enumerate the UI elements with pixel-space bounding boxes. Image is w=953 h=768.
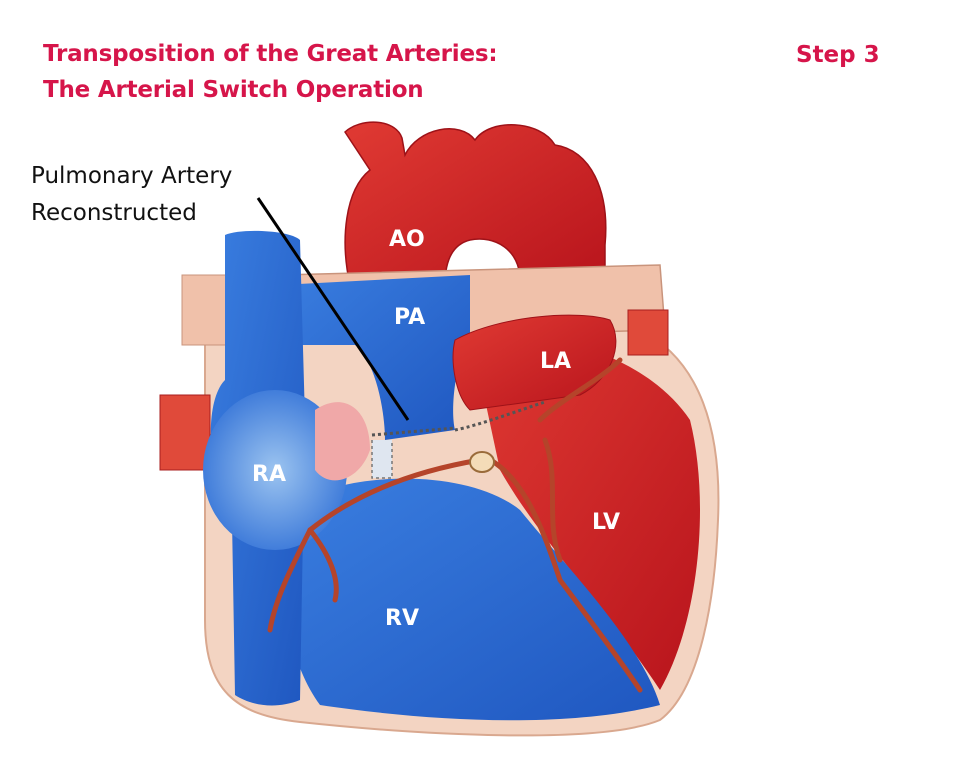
label-lv: LV	[592, 510, 620, 535]
coronary-button	[469, 451, 495, 473]
label-ao: AO	[389, 227, 425, 252]
suture-line	[454, 400, 546, 432]
callout-pointer	[256, 197, 410, 421]
step-indicator: Step 3	[796, 42, 880, 68]
vessel-stub	[627, 309, 669, 356]
left-atrium	[452, 314, 617, 411]
title-line-2: The Arterial Switch Operation	[43, 77, 424, 103]
coronary-vessels	[267, 357, 643, 693]
right-ventricle	[284, 478, 660, 721]
diagram-title: Transposition of the Great Arteries: The…	[43, 36, 498, 108]
label-pa: PA	[394, 305, 425, 330]
callout-line-1: Pulmonary Artery	[31, 163, 233, 189]
vessel-stub	[181, 274, 228, 346]
label-la: LA	[540, 349, 571, 374]
right-atrium-appendage	[315, 402, 370, 481]
callout-line-2: Reconstructed	[31, 200, 197, 226]
left-ventricle	[470, 330, 700, 690]
patch-outline	[371, 440, 393, 479]
label-rv: RV	[385, 606, 419, 631]
label-ra: RA	[252, 462, 286, 487]
vessel-stub	[159, 394, 211, 471]
suture-line	[371, 426, 456, 437]
title-line-1: Transposition of the Great Arteries:	[43, 41, 498, 67]
aorta	[344, 121, 607, 286]
pulmonary-artery	[280, 275, 470, 440]
pulmonary-artery-callout: Pulmonary Artery Reconstructed	[31, 158, 232, 232]
right-atrium	[203, 390, 347, 550]
